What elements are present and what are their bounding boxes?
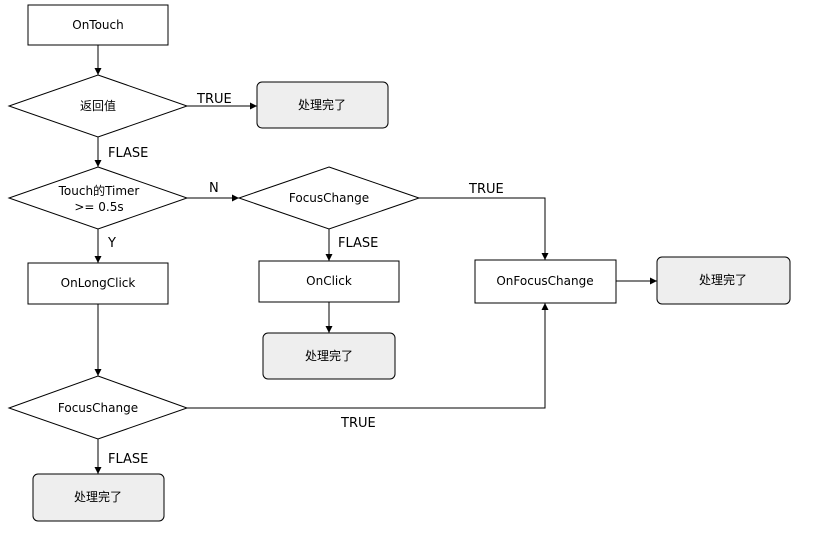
label-timer-yes: Y xyxy=(107,236,116,251)
decision-touch-timer-label-line2: >= 0.5s xyxy=(74,200,123,214)
terminal-done-4-label: 处理完了 xyxy=(74,489,122,504)
label-return-false: FLASE xyxy=(108,146,148,161)
terminal-done-2-label: 处理完了 xyxy=(305,348,353,363)
decision-touch-timer: Touch的Timer >= 0.5s xyxy=(7,166,189,230)
node-onclick: OnClick xyxy=(258,260,400,303)
node-onclick-label: OnClick xyxy=(306,274,352,288)
edge-labels: TRUE FLASE N Y TRUE FLASE TRUE FLASE xyxy=(107,92,504,467)
decision-return-value-label: 返回值 xyxy=(80,98,116,113)
label-fc2-false: FLASE xyxy=(108,452,148,467)
terminal-done-2: 处理完了 xyxy=(262,332,396,380)
terminal-done-3-label: 处理完了 xyxy=(699,272,747,287)
label-fc2-true: TRUE xyxy=(340,416,376,431)
decision-focus-change-2: FocusChange xyxy=(7,375,189,440)
terminal-done-1: 处理完了 xyxy=(256,81,389,129)
connectors xyxy=(94,45,657,474)
decision-focus-change-2-label: FocusChange xyxy=(58,401,138,415)
node-on-focus-change-label: OnFocusChange xyxy=(496,274,593,288)
edge-focuschange1-true-to-onfocuschange xyxy=(419,197,549,260)
terminal-done-3: 处理完了 xyxy=(656,256,791,305)
node-on-long-click: OnLongClick xyxy=(27,262,169,305)
label-fc1-false: FLASE xyxy=(338,236,378,251)
decision-focus-change-1-label: FocusChange xyxy=(289,191,369,205)
label-timer-no: N xyxy=(209,181,219,196)
node-on-focus-change: OnFocusChange xyxy=(474,259,617,304)
node-on-long-click-label: OnLongClick xyxy=(61,276,136,290)
decision-touch-timer-label-line1: Touch的Timer xyxy=(58,183,140,198)
decision-return-value: 返回值 xyxy=(7,74,189,138)
node-ontouch: OnTouch xyxy=(27,4,169,46)
label-fc1-true: TRUE xyxy=(468,182,504,197)
terminal-done-4: 处理完了 xyxy=(32,473,165,522)
label-return-true: TRUE xyxy=(196,92,232,107)
edge-focuschange2-true-to-onfocuschange xyxy=(187,303,549,409)
node-ontouch-label: OnTouch xyxy=(72,18,124,32)
terminal-done-1-label: 处理完了 xyxy=(298,97,346,112)
decision-focus-change-1: FocusChange xyxy=(237,166,421,230)
